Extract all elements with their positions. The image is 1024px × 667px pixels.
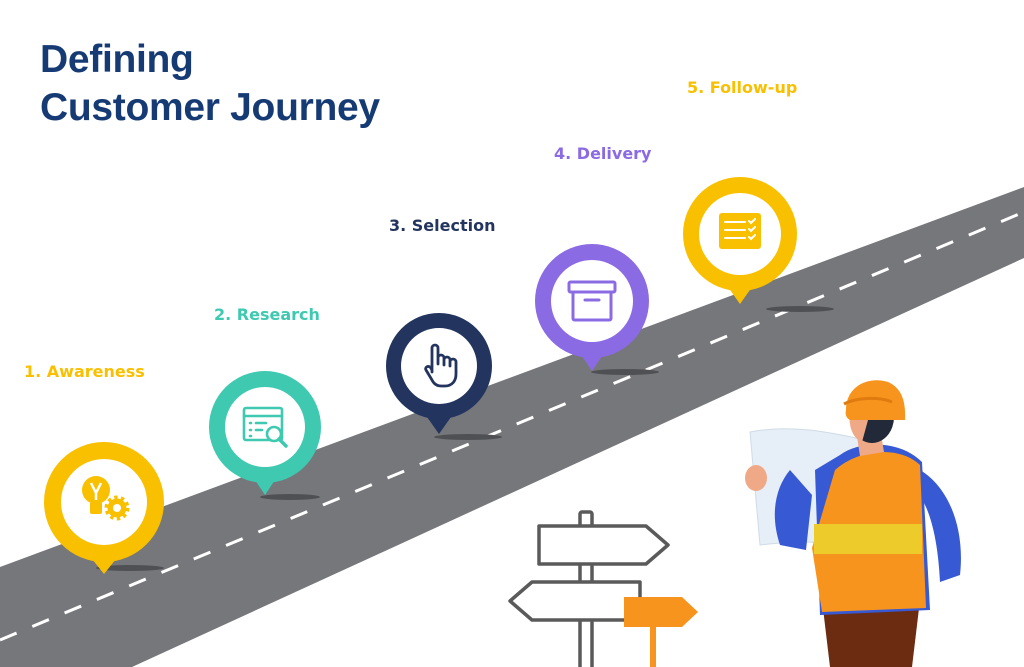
signpost-arrow-right <box>537 524 670 566</box>
worker-arm-back <box>915 470 961 582</box>
step-label-selection: 3. Selection <box>389 216 496 235</box>
worker-vest-stripe <box>814 524 922 554</box>
worker-arm-front <box>774 470 812 550</box>
pin-delivery <box>535 244 649 371</box>
pin-marker <box>427 417 451 434</box>
signpost <box>508 510 698 667</box>
pin-marker <box>728 287 752 304</box>
title-line-1: Defining <box>40 38 194 81</box>
pin-shadow <box>434 434 502 440</box>
worker-figure <box>745 380 961 667</box>
road-center-line <box>0 210 1024 642</box>
signpost-small-pole <box>650 610 656 667</box>
pointer-hand-icon <box>424 343 458 388</box>
pin-inner-circle <box>61 459 147 545</box>
pin-research <box>209 371 321 495</box>
pin-inner-circle <box>401 328 477 404</box>
signpost-arrow-orange <box>624 597 698 627</box>
pin-marker <box>92 559 116 574</box>
road <box>0 187 1024 667</box>
title-line-2: Customer Journey <box>40 86 380 129</box>
step-label-delivery: 4. Delivery <box>554 144 652 163</box>
step-label-awareness: 1. Awareness <box>24 362 145 381</box>
pin-shadow <box>591 369 659 375</box>
search-list-icon <box>242 406 288 448</box>
pin-shadows <box>96 306 834 571</box>
step-label-research: 2. Research <box>214 305 320 324</box>
hard-hat-brim <box>843 396 893 406</box>
pin-shadow <box>260 494 320 500</box>
pin-shadow <box>96 565 164 571</box>
pin-selection <box>386 313 492 434</box>
checklist-icon <box>719 213 761 249</box>
road-surface <box>0 187 1024 667</box>
lightbulb-gear-icon <box>82 476 130 521</box>
hard-hat-icon <box>845 380 906 420</box>
pin-shadow <box>766 306 834 312</box>
signpost-arrow-left <box>508 580 642 622</box>
worker-legs <box>822 600 920 667</box>
pin-follow-up <box>683 177 797 304</box>
package-box-icon <box>567 280 617 322</box>
pin-awareness <box>44 442 164 574</box>
page-title: Defining Customer Journey <box>40 36 380 132</box>
step-label-follow-up: 5. Follow-up <box>687 78 798 97</box>
worker-hand <box>745 465 767 491</box>
pin-inner-circle <box>225 387 305 467</box>
